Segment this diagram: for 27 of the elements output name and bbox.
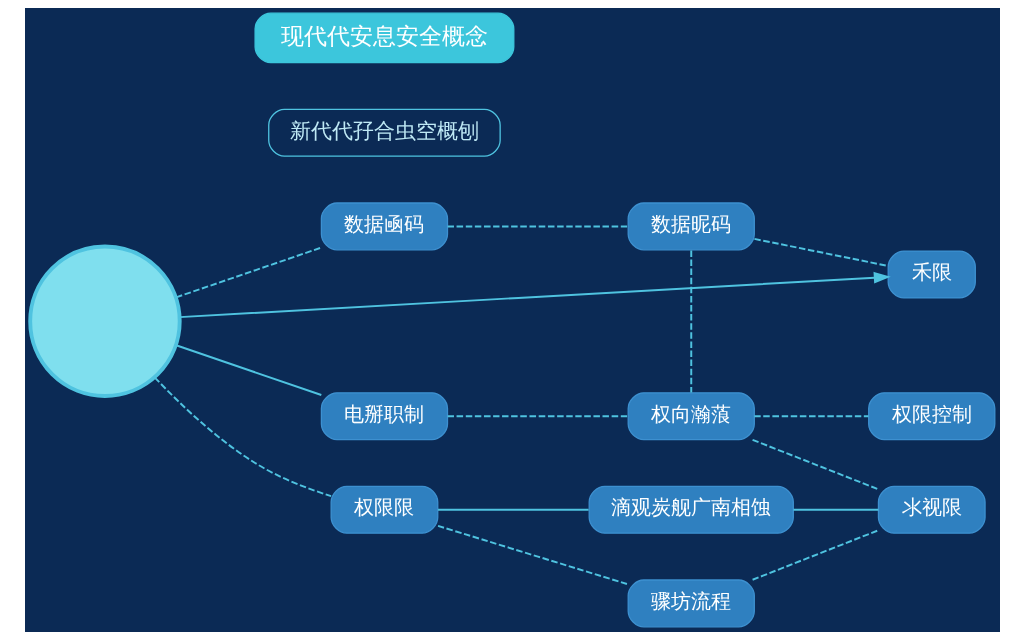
node-box: 电掰职制: [320, 392, 448, 441]
connector: [174, 246, 322, 299]
connector: [791, 508, 879, 511]
node-box: 现代代安息安全概念: [253, 12, 514, 64]
node-box: 氺视限: [877, 485, 986, 534]
connector: [752, 415, 869, 418]
node-box: 滴观炭舰广南相蚀: [588, 485, 794, 534]
node-box: 禾限: [887, 250, 976, 299]
connector: [436, 524, 629, 586]
connector: [153, 376, 332, 498]
connector: [174, 344, 322, 396]
node-box: 数据凾码: [320, 202, 448, 251]
connector: [436, 508, 590, 511]
node-box: 权限控制: [867, 392, 995, 441]
node-box: 数据昵码: [627, 202, 755, 251]
node-box: 权限限: [330, 485, 438, 534]
node-box: 权向瀚蒗: [627, 392, 755, 441]
connector: [752, 237, 889, 267]
node-box: 骤坊流程: [627, 579, 755, 628]
arrow: [178, 271, 891, 319]
connector: [751, 529, 879, 581]
connector: [689, 249, 692, 394]
connector: [446, 415, 629, 418]
connector: [446, 225, 629, 228]
connector: [751, 438, 879, 491]
node-circle: [27, 244, 182, 398]
node-box: 新代代孖合虫空概刨: [267, 108, 501, 157]
